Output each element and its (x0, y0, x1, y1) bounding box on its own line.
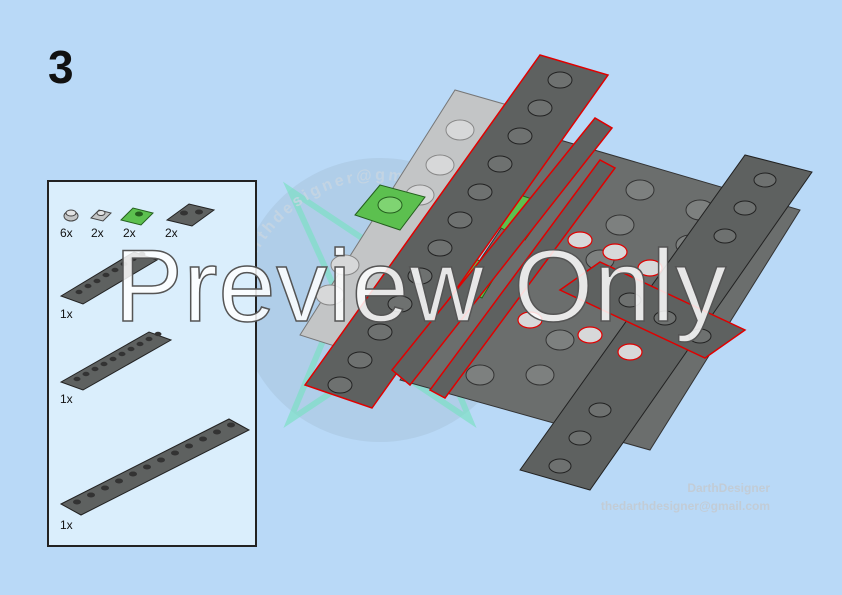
credit-email: thedarthdesigner@gmail.com (600, 499, 770, 513)
round-stud-light-gray-icon (63, 209, 79, 222)
part-qty-plate-1x1: 2x (91, 226, 104, 240)
plate-1x8-dark-gray-icon (59, 251, 159, 305)
part-qty-plate-1x2: 2x (165, 226, 178, 240)
part-qty-plate-1x8: 1x (60, 307, 73, 321)
new-plate-1x10 (390, 117, 617, 399)
plate-1x10-dark-gray-icon (59, 331, 173, 391)
parts-list-panel: 6x 2x 2x 2x 1x 1x 1x (47, 180, 257, 547)
parts-icons (59, 203, 251, 516)
part-qty-plate-green: 2x (123, 226, 136, 240)
part-qty-plate-1x12: 1x (60, 518, 73, 532)
part-qty-round-stud: 6x (60, 226, 73, 240)
part-qty-plate-1x10: 1x (60, 392, 73, 406)
step-number: 3 (48, 41, 74, 93)
plate-1x1-light-gray-icon (90, 209, 112, 222)
plate-1x2-dark-gray-icon (165, 203, 216, 227)
round-studs (517, 231, 663, 361)
new-plate-1x12 (303, 54, 610, 409)
credit-name: DarthDesigner (687, 481, 770, 495)
plate-1x12-dark-gray-icon (59, 418, 251, 516)
new-plate-crossbar (558, 261, 747, 359)
plate-1x2-green-icon (120, 207, 154, 226)
